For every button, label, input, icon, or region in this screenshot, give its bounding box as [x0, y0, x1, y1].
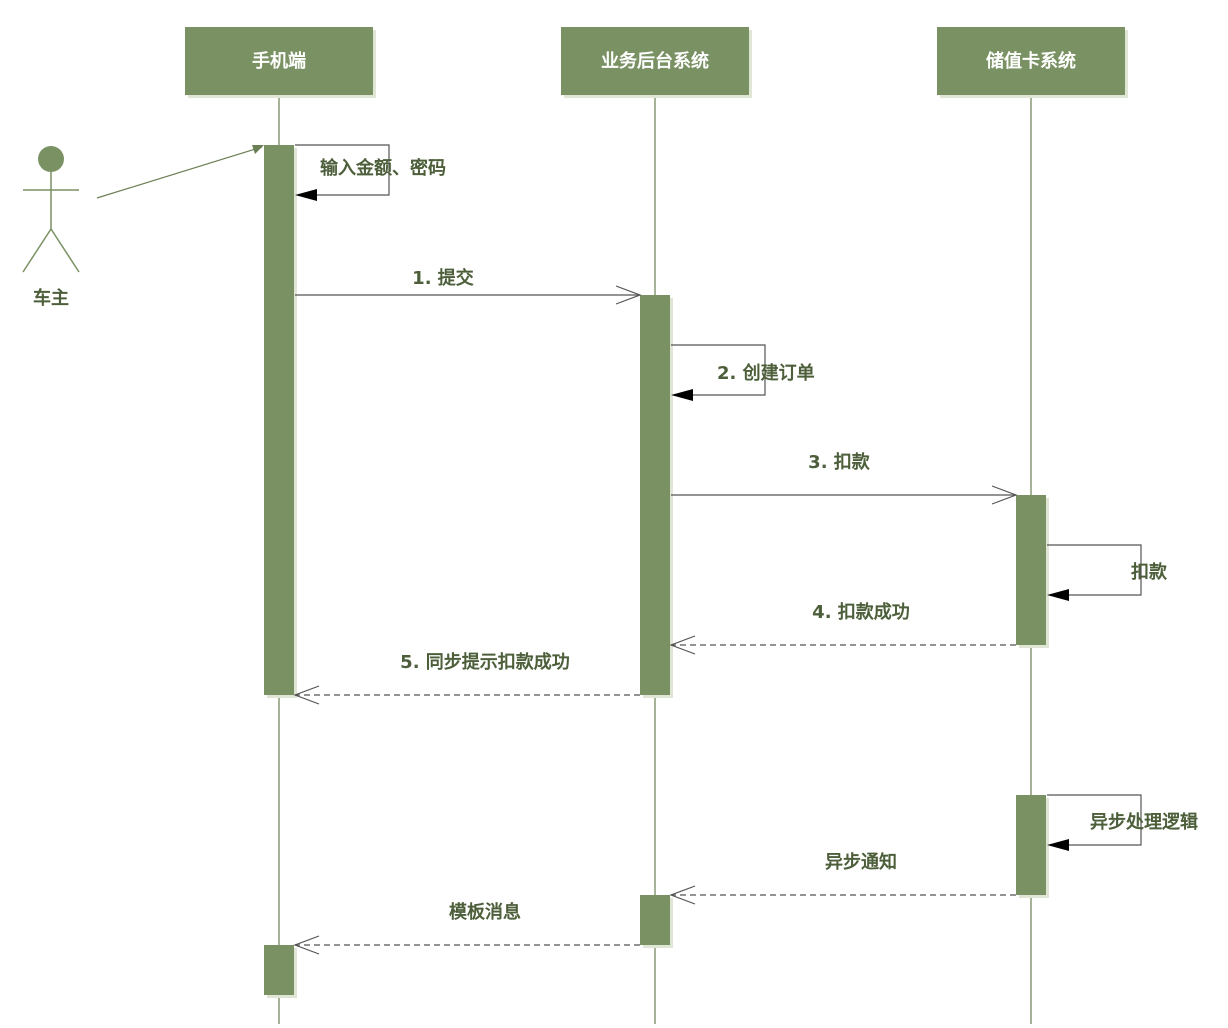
actor-car-owner[interactable]: 车主 [22, 146, 80, 309]
participant-label: 储值卡系统 [985, 50, 1076, 72]
message-1[interactable]: 输入金额、密码 [295, 144, 446, 201]
participant-stored-value-card[interactable]: 储值卡系统 [937, 27, 1128, 98]
message-6[interactable]: 4. 扣款成功 [669, 601, 1016, 655]
filled-arrowhead-icon [1047, 589, 1069, 601]
participant-label: 业务后台系统 [601, 50, 709, 72]
message-label: 异步通知 [825, 851, 897, 873]
participant-label: 手机端 [252, 50, 306, 72]
actor-left-leg [22, 228, 52, 273]
message-7[interactable]: 5. 同步提示扣款成功 [293, 651, 640, 705]
open-arrowhead-icon [991, 485, 1018, 505]
message-4[interactable]: 3. 扣款 [671, 451, 1018, 505]
activation-bar [1016, 495, 1046, 645]
actor-head [38, 146, 64, 172]
message-3[interactable]: 2. 创建订单 [671, 344, 815, 401]
message-label: 2. 创建订单 [717, 362, 815, 384]
message-label: 扣款 [1131, 561, 1168, 583]
open-arrowhead-icon [293, 935, 320, 955]
activation-bar [1016, 795, 1046, 895]
message-label: 4. 扣款成功 [812, 601, 910, 623]
message-label: 异步处理逻辑 [1090, 811, 1198, 833]
self-message-line [671, 344, 766, 396]
self-message-line [295, 144, 390, 196]
open-arrowhead-icon [669, 635, 696, 655]
self-message-line [1047, 794, 1142, 846]
filled-arrowhead-icon [671, 389, 693, 401]
activation-bar [640, 895, 670, 945]
participant-backend[interactable]: 业务后台系统 [561, 27, 752, 98]
message-9[interactable]: 异步通知 [669, 851, 1016, 905]
actor-label: 车主 [33, 287, 69, 309]
message-5[interactable]: 扣款 [1047, 544, 1168, 601]
message-label: 3. 扣款 [808, 451, 871, 473]
message-8[interactable]: 异步处理逻辑 [1047, 794, 1198, 851]
filled-arrowhead-icon [1047, 839, 1069, 851]
message-label: 模板消息 [449, 901, 521, 923]
message-10[interactable]: 模板消息 [293, 901, 640, 955]
self-message-line [1047, 544, 1142, 596]
message-label: 1. 提交 [412, 267, 474, 289]
message-label: 输入金额、密码 [320, 157, 446, 179]
participant-box [561, 27, 749, 95]
message-label: 5. 同步提示扣款成功 [400, 651, 570, 673]
participant-mobile[interactable]: 手机端 [185, 27, 376, 98]
activation-bar [264, 145, 294, 695]
open-arrowhead-icon [293, 685, 320, 705]
participant-box [185, 27, 373, 95]
filled-arrowhead-icon [295, 189, 317, 201]
actor-initiation-arrow[interactable] [96, 145, 264, 199]
open-arrowhead-icon [615, 285, 642, 305]
actor-right-leg [50, 228, 80, 273]
message-2[interactable]: 1. 提交 [295, 267, 642, 305]
open-arrowhead-icon [669, 885, 696, 905]
participant-box [937, 27, 1125, 95]
activation-bar [264, 945, 294, 995]
activation-bar [640, 295, 670, 695]
